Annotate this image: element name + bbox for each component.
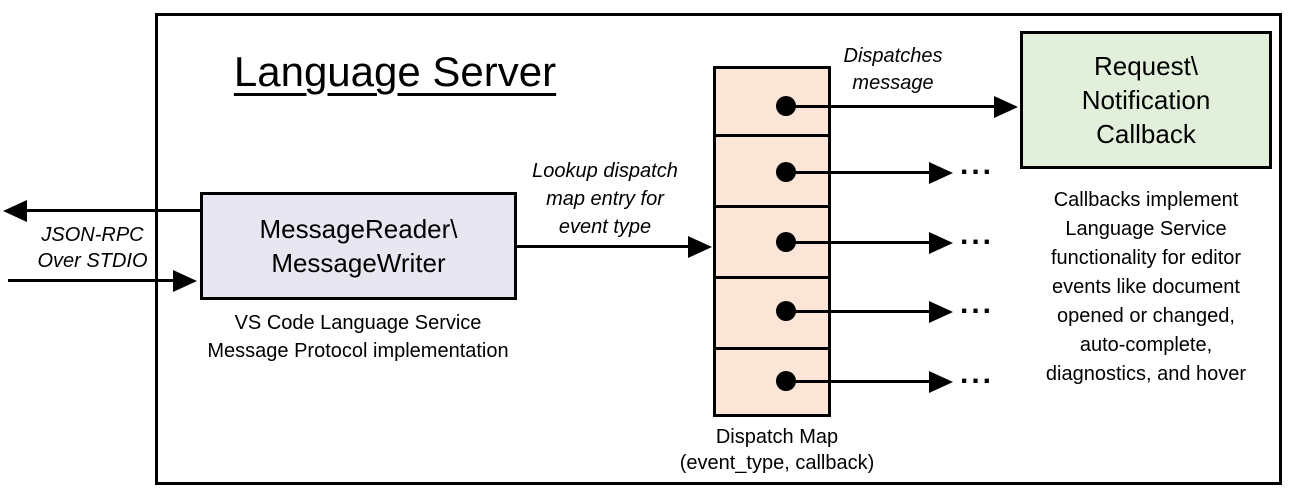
dispatch-arrow-line [786, 380, 931, 383]
dispatch-arrowhead-icon [929, 232, 953, 254]
dispatch-arrow-line [786, 310, 931, 313]
language-server-boundary-box [155, 13, 1282, 485]
dispatch-map-divider [716, 276, 828, 279]
more-callbacks-ellipsis: ... [960, 287, 995, 320]
stdio-out-arrowhead-icon [3, 200, 27, 222]
dispatch-arrow-line [786, 105, 996, 108]
dispatch-arrow-line [786, 241, 931, 244]
dispatch-map-divider [716, 347, 828, 350]
more-callbacks-ellipsis: ... [960, 148, 995, 181]
request-notification-callback-box: Request\ Notification Callback [1020, 31, 1272, 169]
dispatch-map-caption: Dispatch Map (event_type, callback) [679, 426, 875, 474]
stdio-channel-label: JSON-RPC Over STDIO [37, 224, 148, 272]
message-reader-writer-box: MessageReader\ MessageWriter [200, 192, 517, 300]
dispatch-arrow-line [786, 171, 931, 174]
dispatch-arrowhead-icon [994, 96, 1018, 118]
stdio-in-arrow-line [8, 279, 176, 282]
dispatches-message-label: Dispatches message [843, 45, 943, 94]
lookup-arrow-label: Lookup dispatch map entry for event type [532, 160, 678, 238]
dispatch-map-divider [716, 134, 828, 137]
dispatch-arrowhead-icon [929, 371, 953, 393]
more-callbacks-ellipsis: ... [960, 218, 995, 251]
diagram-title: Language Server [233, 48, 557, 95]
stdio-out-arrow-line [24, 209, 200, 212]
callbacks-note: Callbacks implement Language Service fun… [1045, 189, 1247, 385]
dispatch-arrowhead-icon [929, 162, 953, 184]
lookup-arrowhead-icon [688, 236, 712, 258]
stdio-in-arrowhead-icon [173, 270, 197, 292]
more-callbacks-ellipsis: ... [960, 357, 995, 390]
dispatch-arrowhead-icon [929, 301, 953, 323]
dispatch-map-divider [716, 205, 828, 208]
lookup-arrow-line [517, 245, 690, 248]
message-reader-writer-caption: VS Code Language Service Message Protoco… [207, 312, 509, 362]
